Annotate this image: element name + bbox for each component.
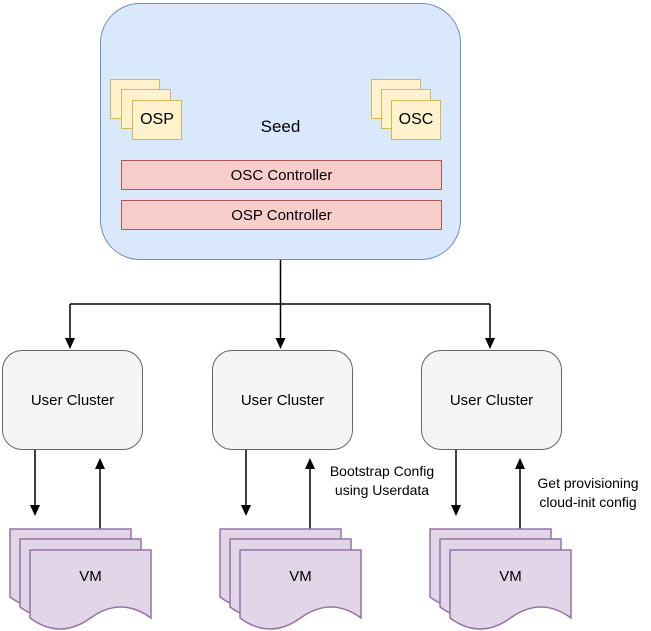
- vm-3-label: VM: [499, 567, 522, 585]
- user-cluster-3: User Cluster: [421, 350, 562, 450]
- osp-label: OSP: [140, 111, 174, 128]
- arrowhead-down-cluster-3: [485, 338, 495, 349]
- arrowhead-down-cluster-2: [275, 338, 286, 349]
- osc-controller-bar: OSC Controller: [121, 160, 442, 190]
- annotation-get-provisioning-line2: cloud-init config: [539, 494, 637, 510]
- user-cluster-1-label: User Cluster: [30, 391, 115, 409]
- annotation-bootstrap-config: Bootstrap Config using Userdata: [302, 462, 462, 500]
- osp-card-front: OSP: [132, 100, 182, 140]
- arrowhead-down-cluster-1: [65, 338, 75, 349]
- user-cluster-2-label: User Cluster: [240, 391, 325, 409]
- arrowhead-cluster2-to-vm: [241, 505, 251, 516]
- vm-stack-2: [219, 528, 362, 630]
- vm-stack-3: [429, 528, 572, 630]
- osp-controller-bar: OSP Controller: [121, 200, 442, 230]
- arrowhead-cluster1-to-vm: [30, 505, 40, 516]
- arrowhead-cluster3-to-vm: [451, 505, 461, 516]
- osp-controller-label: OSP Controller: [231, 206, 332, 224]
- arrowhead-vm1-to-cluster: [95, 458, 105, 469]
- user-cluster-2: User Cluster: [212, 350, 353, 450]
- user-cluster-3-label: User Cluster: [449, 391, 534, 409]
- vm3-doc-front: [449, 549, 572, 630]
- annotation-bootstrap-config-line2: using Userdata: [334, 482, 430, 498]
- osc-controller-label: OSC Controller: [230, 166, 333, 184]
- arrowhead-vm2-to-cluster: [305, 458, 315, 469]
- vm-1-label: VM: [79, 567, 102, 585]
- osc-label: OSC: [398, 111, 434, 128]
- arrowhead-vm3-to-cluster: [515, 458, 525, 469]
- user-cluster-1: User Cluster: [2, 350, 143, 450]
- vm-stack-1: [9, 528, 152, 630]
- seed-label: Seed: [260, 116, 301, 136]
- vm2-doc-front: [239, 549, 362, 630]
- vm-2-label: VM: [289, 567, 312, 585]
- annotation-get-provisioning: Get provisioning cloud-init config: [508, 474, 651, 512]
- annotation-get-provisioning-line1: Get provisioning: [537, 475, 639, 491]
- osc-card-front: OSC: [391, 100, 441, 140]
- vm1-doc-front: [29, 549, 152, 630]
- annotation-bootstrap-config-line1: Bootstrap Config: [329, 463, 435, 479]
